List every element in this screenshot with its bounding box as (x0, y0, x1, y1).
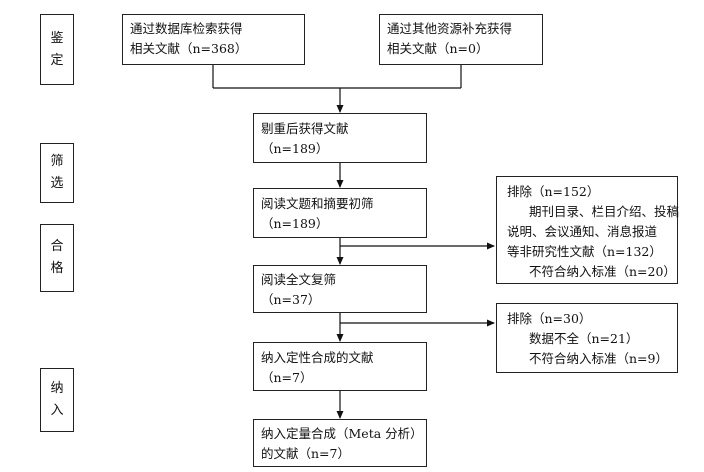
deduplication-line-1: 剔重后获得文献 (261, 121, 349, 136)
exclusion-box-2: 排除（n=30） 数据不全（n=21） 不符合纳入标准（n=9） (496, 303, 678, 373)
qualitative-line-2: （n=7） (261, 370, 313, 385)
exclusion-2-line-1: 数据不全（n=21） (529, 331, 639, 346)
exclusion-box-1: 排除（n=152） 期刊目录、栏目介绍、投稿 说明、会议通知、消息报道 等非研究… (496, 176, 680, 284)
stage-screening: 筛 选 (40, 143, 74, 203)
stage-eligibility-char-1: 合 (50, 239, 64, 254)
fulltext-line-1: 阅读全文复筛 (261, 272, 337, 287)
stage-identification-char-2: 定 (50, 52, 64, 68)
other-sources-line-2: 相关文献（n=0） (387, 41, 489, 56)
meta-analysis-box: 纳入定量合成（Meta 分析） 的文献（n=7） (253, 419, 427, 467)
stage-eligibility-char-2: 格 (50, 261, 64, 276)
database-search-line-2: 相关文献（n=368） (130, 41, 248, 56)
exclusion-1-title: 排除（n=152） (507, 184, 600, 199)
stage-identification: 鉴 定 (40, 14, 74, 85)
stage-included: 纳 入 (40, 368, 74, 432)
database-search-box: 通过数据库检索获得 相关文献（n=368） (122, 14, 305, 65)
stage-screening-char-2: 选 (50, 176, 64, 191)
title-abstract-line-2: （n=189） (261, 216, 329, 231)
stage-eligibility: 合 格 (40, 224, 74, 292)
deduplication-box: 剔重后获得文献 （n=189） (253, 113, 427, 163)
exclusion-2-title: 排除（n=30） (507, 311, 592, 326)
database-search-line-1: 通过数据库检索获得 (130, 21, 243, 36)
title-abstract-screening-box: 阅读文题和摘要初筛 （n=189） (253, 188, 427, 238)
other-sources-line-1: 通过其他资源补充获得 (387, 21, 513, 36)
exclusion-1-line-4: 不符合纳入标准（n=20） (529, 264, 676, 279)
exclusion-1-line-2: 说明、会议通知、消息报道 (507, 224, 658, 239)
stage-screening-char-1: 筛 (50, 154, 64, 169)
deduplication-line-2: （n=189） (261, 141, 329, 156)
stage-included-char-2: 入 (50, 403, 64, 418)
title-abstract-line-1: 阅读文题和摘要初筛 (261, 196, 374, 211)
exclusion-2-line-2: 不符合纳入标准（n=9） (529, 351, 668, 366)
stage-included-char-1: 纳 (50, 381, 64, 396)
qualitative-line-1: 纳入定性合成的文献 (261, 350, 374, 365)
exclusion-1-line-3: 等非研究性文献（n=132） (507, 244, 662, 259)
stage-identification-char-1: 鉴 (50, 30, 64, 46)
qualitative-synthesis-box: 纳入定性合成的文献 （n=7） (253, 342, 427, 391)
meta-analysis-line-2: 的文献（n=7） (261, 446, 350, 461)
exclusion-1-line-1: 期刊目录、栏目介绍、投稿 (529, 204, 680, 219)
meta-analysis-line-1: 纳入定量合成（Meta 分析） (261, 426, 423, 441)
other-sources-box: 通过其他资源补充获得 相关文献（n=0） (379, 14, 543, 65)
fulltext-screening-box: 阅读全文复筛 （n=37） (253, 265, 427, 313)
fulltext-line-2: （n=37） (261, 292, 321, 307)
